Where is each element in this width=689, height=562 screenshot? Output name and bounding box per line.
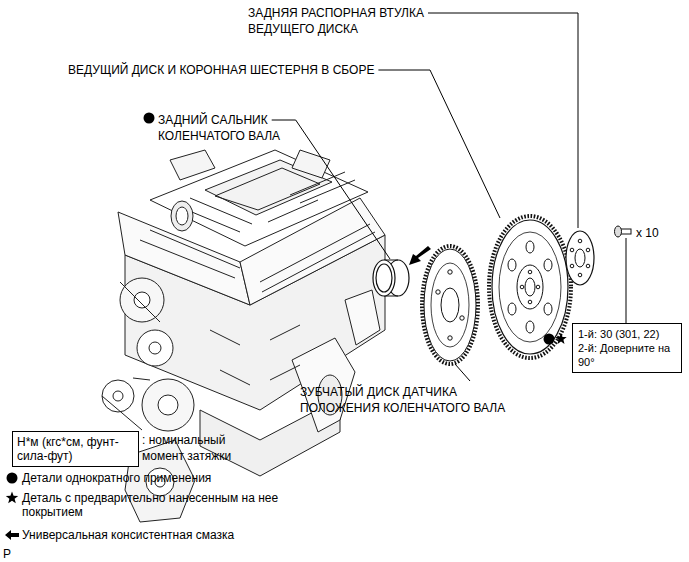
quantity-label: x 10 <box>636 225 681 241</box>
engine-drawing <box>102 150 385 522</box>
legend-note: : номинальный момент затяжки <box>142 432 252 464</box>
box-text: 2-й: Доверните на 90° <box>578 341 676 369</box>
leader-line <box>378 70 500 218</box>
box-text: 1-й: 30 (301, 22) <box>578 327 676 341</box>
single-use-mark <box>144 113 155 124</box>
grease-arrow <box>409 246 431 265</box>
leader-line <box>626 238 627 323</box>
oil-seal-drawing <box>373 260 409 296</box>
part-label: ЗУБЧАТЫЙ ДИСК ДАТЧИКА ПОЛОЖЕНИЯ КОЛЕНЧАТ… <box>300 384 540 416</box>
figure-code: P <box>3 546 23 562</box>
leader-line <box>428 13 578 228</box>
part-label: ЗАДНИЙ САЛЬНИК КОЛЕНЧАТОГО ВАЛА <box>158 112 308 144</box>
legend-symbol <box>6 492 18 504</box>
box-text: Н*м (кгс*см, фунт- сила-фут) <box>17 435 134 463</box>
unit-legend-box: Н*м (кгс*см, фунт- сила-фут) <box>12 431 139 467</box>
sensor-plate-drawing <box>422 246 478 364</box>
single-use-mark <box>544 334 555 345</box>
legend-symbol <box>7 473 18 484</box>
torque-spec-box: 1-й: 30 (301, 22)2-й: Доверните на 90° <box>572 323 682 373</box>
leader-line <box>455 364 470 381</box>
leader-line <box>272 120 390 259</box>
legend-symbol <box>5 530 19 540</box>
precoated-mark <box>555 333 566 344</box>
part-label: ВЕДУЩИЙ ДИСК И КОРОННАЯ ШЕСТЕРНЯ В СБОРЕ <box>68 62 398 78</box>
legend-text: Универсальная консистентная смазка <box>22 528 302 542</box>
bolt-drawing <box>615 226 632 237</box>
part-label: ЗАДНЯЯ РАСПОРНАЯ ВТУЛКА ВЕДУЩЕГО ДИСКА <box>248 5 463 37</box>
spacer-drawing <box>566 231 594 285</box>
drive-plate-drawing <box>489 216 571 358</box>
legend-text: Детали однократного применения <box>22 471 302 485</box>
legend-text: Деталь с предварительно нанесенным на не… <box>22 491 280 519</box>
